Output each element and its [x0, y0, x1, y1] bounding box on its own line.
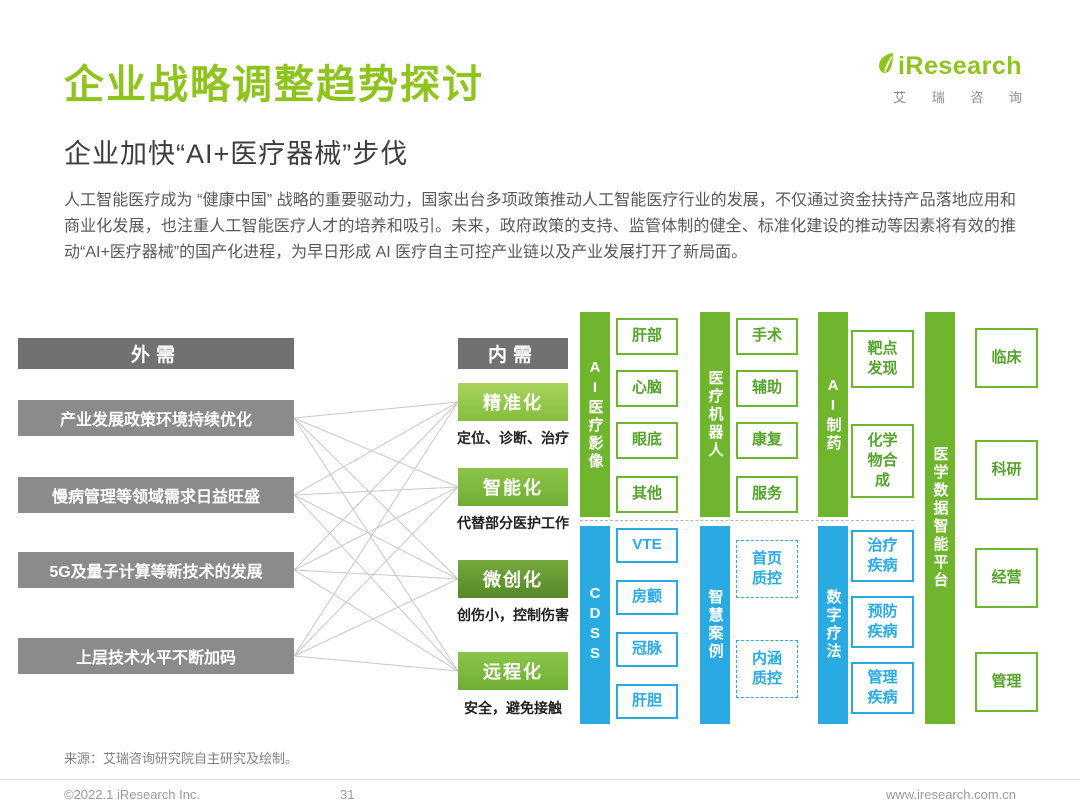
- robot-box-assist: 辅助: [736, 370, 798, 407]
- robot-box-surgery: 手术: [736, 318, 798, 355]
- therapy-box-treat-disease: 治疗疾病: [851, 530, 914, 582]
- internal-caption-intelligent: 代替部分医护工作: [457, 515, 569, 531]
- pharma-box-chemical-synthesis: 化学物合成: [851, 424, 914, 498]
- connection-lines: [294, 401, 458, 672]
- intro-paragraph: 人工智能医疗成为 “健康中国” 战略的重要驱动力，国家出台多项政策推动人工智能医…: [64, 192, 1016, 261]
- cdss-box-atrial-fibrillation: 房颤: [616, 580, 678, 615]
- column-bar-medical-robot: 医疗机器人: [700, 312, 730, 517]
- internal-caption-remote: 安全，避免接触: [464, 700, 562, 716]
- external-demand-header: 外需: [18, 338, 294, 369]
- case-box-content-qc: 内涵质控: [736, 640, 798, 698]
- external-item-new-tech: 5G及量子计算等新技术的发展: [18, 552, 294, 588]
- robot-box-service: 服务: [736, 476, 798, 513]
- internal-demand-header: 内需: [458, 338, 568, 369]
- iresearch-logo: iResearch 艾 瑞 咨 询: [872, 52, 1022, 106]
- internal-item-minimally-invasive: 微创化: [458, 560, 568, 598]
- therapy-box-manage-disease: 管理疾病: [851, 662, 914, 714]
- internal-caption-precision: 定位、诊断、治疗: [457, 430, 569, 446]
- column-bar-ai-pharma: AI制药: [818, 312, 848, 517]
- section-divider: [580, 520, 914, 521]
- internal-caption-minimally-invasive: 创伤小，控制伤害: [457, 607, 569, 623]
- column-bar-medical-data-platform: 医学数据智能平台: [925, 312, 955, 724]
- page-title: 企业战略调整趋势探讨: [64, 63, 484, 107]
- internal-item-precision: 精准化: [458, 383, 568, 421]
- column-bar-ai-medical-imaging: AI医疗影像: [580, 312, 610, 517]
- logo-brand-chinese: 艾 瑞 咨 询: [893, 90, 1033, 105]
- column-bar-smart-cases: 智慧案例: [700, 526, 730, 724]
- therapy-box-prevent-disease: 预防疾病: [851, 596, 914, 648]
- footer-divider: [0, 779, 1080, 780]
- leaf-icon: [878, 53, 893, 73]
- imaging-box-cardio-brain: 心脑: [616, 370, 678, 407]
- external-item-chronic-disease: 慢病管理等领域需求日益旺盛: [18, 477, 294, 513]
- footer-website: www.iresearch.com.cn: [885, 787, 1016, 802]
- pharma-box-target-discovery: 靶点发现: [851, 330, 914, 388]
- column-bar-cdss: CDSS: [580, 526, 610, 724]
- cdss-box-coronary: 冠脉: [616, 632, 678, 667]
- column-bar-digital-therapy: 数字疗法: [818, 526, 848, 724]
- platform-box-management: 管理: [975, 652, 1038, 712]
- source-note: 来源：艾瑞咨询研究院自主研究及绘制。: [64, 751, 299, 766]
- case-box-homepage-qc: 首页质控: [736, 540, 798, 598]
- platform-box-research: 科研: [975, 440, 1038, 500]
- cdss-box-vte: VTE: [616, 528, 678, 563]
- footer-copyright: ©2022.1 iResearch Inc.: [64, 787, 201, 802]
- external-item-tech-level: 上层技术水平不断加码: [18, 638, 294, 674]
- external-item-policy-env: 产业发展政策环境持续优化: [18, 400, 294, 436]
- imaging-box-fundus: 眼底: [616, 422, 678, 459]
- cdss-box-hepatobiliary: 肝胆: [616, 684, 678, 719]
- platform-box-clinical: 临床: [975, 328, 1038, 388]
- imaging-box-others: 其他: [616, 476, 678, 513]
- page-number: 31: [340, 787, 355, 802]
- logo-brand-text: iResearch: [897, 52, 1022, 80]
- internal-item-remote: 远程化: [458, 652, 568, 690]
- internal-item-intelligent: 智能化: [458, 468, 568, 506]
- page-subtitle: 企业加快“AI+医疗器械”步伐: [64, 139, 409, 169]
- imaging-box-liver: 肝部: [616, 318, 678, 355]
- platform-box-operation: 经营: [975, 548, 1038, 608]
- robot-box-rehab: 康复: [736, 422, 798, 459]
